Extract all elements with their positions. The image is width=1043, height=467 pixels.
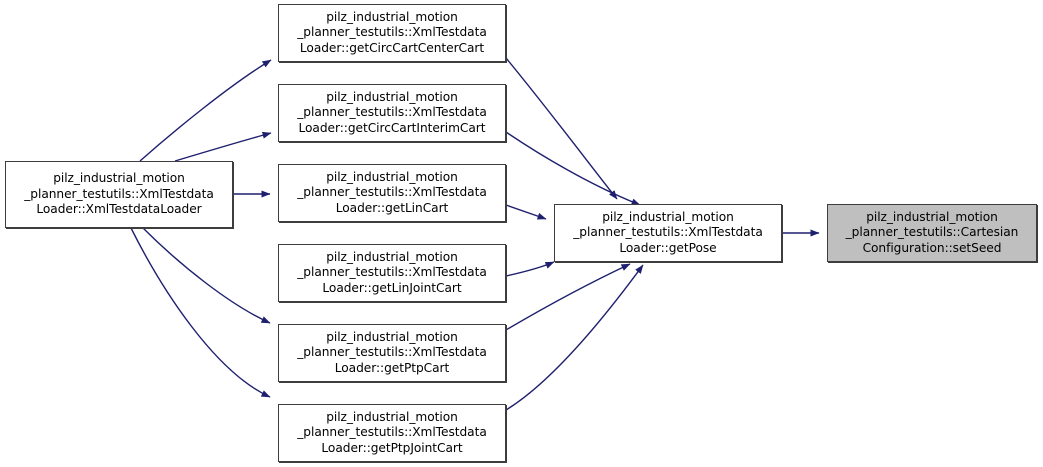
call-graph-node-label: pilz_industrial_motion _planner_testutil… [297, 89, 487, 135]
call-graph-node-getcirccartcentercart[interactable]: pilz_industrial_motion _planner_testutil… [278, 4, 506, 62]
call-edge-getptpcart-to-getpose [505, 263, 631, 331]
call-edge-getcirccartinterimcart-to-getpose [505, 131, 641, 206]
call-edge-getlinjointcart-to-getpose [505, 261, 555, 277]
call-graph-node-getlincart[interactable]: pilz_industrial_motion _planner_testutil… [278, 164, 506, 222]
call-graph-node-getcirccartinterimcart[interactable]: pilz_industrial_motion _planner_testutil… [278, 84, 506, 142]
call-edge-getlincart-to-getpose [505, 204, 547, 220]
call-edge-getptpjointcart-to-getpose [505, 264, 644, 411]
call-graph-node-label: pilz_industrial_motion _planner_testutil… [297, 249, 487, 295]
call-graph-node-label: pilz_industrial_motion _planner_testutil… [297, 329, 487, 375]
call-graph-node-xmltestdataloader[interactable]: pilz_industrial_motion _planner_testutil… [5, 161, 233, 228]
call-graph-node-getlinjointcart[interactable]: pilz_industrial_motion _planner_testutil… [278, 244, 506, 302]
call-graph-node-label: pilz_industrial_motion _planner_testutil… [297, 169, 487, 215]
call-graph-node-label: pilz_industrial_motion _planner_testutil… [573, 209, 763, 255]
call-graph-node-label: pilz_industrial_motion _planner_testutil… [845, 209, 1019, 255]
call-edge-getcirccartcentercart-to-getpose [505, 57, 618, 200]
call-graph-node-setseed[interactable]: pilz_industrial_motion _planner_testutil… [827, 204, 1037, 262]
call-graph-node-label: pilz_industrial_motion _planner_testutil… [297, 9, 487, 55]
call-edge-xmltestdataloader-to-getcirccartcentercart [139, 59, 272, 162]
call-graph-node-label: pilz_industrial_motion _planner_testutil… [24, 171, 214, 217]
call-edge-xmltestdataloader-to-getptpcart [142, 227, 271, 324]
call-graph-node-getptpcart[interactable]: pilz_industrial_motion _planner_testutil… [278, 324, 506, 382]
call-edge-xmltestdataloader-to-getcirccartinterimcart [174, 131, 272, 162]
call-graph-node-getpose[interactable]: pilz_industrial_motion _planner_testutil… [554, 204, 782, 262]
call-graph-node-getptpjointcart[interactable]: pilz_industrial_motion _planner_testutil… [278, 404, 506, 462]
call-edge-xmltestdataloader-to-getptpjointcart [130, 227, 271, 398]
call-graph-node-label: pilz_industrial_motion _planner_testutil… [297, 409, 487, 455]
